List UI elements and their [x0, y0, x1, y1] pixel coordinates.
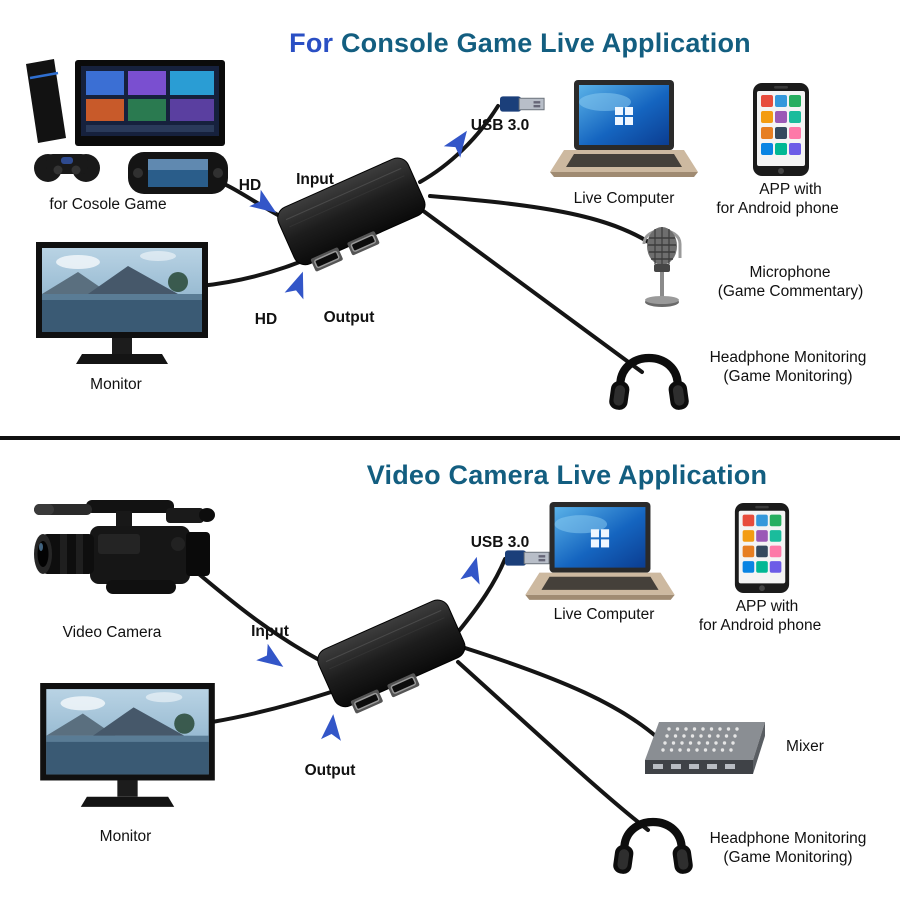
app-label-line1: APP with — [735, 598, 799, 615]
headphone-label: Headphone Monitoring — [709, 349, 867, 366]
console-section-title: For Console Game Live Application — [150, 28, 890, 59]
camera-label: Video Camera — [62, 624, 162, 641]
microphone-icon — [630, 222, 694, 310]
input-label: Input — [251, 623, 289, 640]
usb-label: USB 3.0 — [470, 117, 530, 134]
monitor-label: Monitor — [90, 376, 142, 393]
section-divider — [0, 436, 900, 440]
video-camera-section: Video Camera Live Application — [0, 440, 900, 900]
headphones-icon — [608, 336, 690, 420]
capture-card-illustration — [266, 143, 440, 286]
phone-illustration — [733, 502, 791, 594]
computer-label: Live Computer — [573, 190, 675, 207]
hd-output-label: HD — [254, 311, 278, 328]
monitor-label: Monitor — [99, 828, 152, 845]
title-main: Video Camera Live Application — [366, 460, 768, 490]
headphones-icon — [612, 800, 694, 884]
usb-arrow-icon — [460, 556, 480, 585]
usb-label: USB 3.0 — [470, 534, 530, 551]
monitor-illustration — [40, 683, 215, 815]
title-prefix: For — [289, 28, 334, 58]
camera-section-title: Video Camera Live Application — [217, 460, 900, 491]
app-label-line1: APP with — [759, 181, 822, 198]
app-label-line2: for Android phone — [698, 617, 822, 634]
microphone-sublabel: (Game Commentary) — [717, 283, 864, 300]
computer-label: Live Computer — [553, 606, 655, 623]
usb-plug-icon — [500, 94, 546, 114]
capture-card-illustration — [306, 585, 480, 728]
hd-input-label: HD — [238, 177, 262, 194]
console-label: for Cosole Game — [49, 196, 167, 213]
mixer-label: Mixer — [786, 738, 824, 755]
video-camera-illustration — [28, 488, 223, 623]
output-label: Output — [304, 762, 356, 779]
microphone-label: Microphone — [749, 264, 831, 281]
input-arrow-icon — [256, 643, 284, 667]
monitor-illustration — [36, 242, 208, 372]
phone-illustration — [752, 82, 810, 177]
mixer-illustration — [645, 718, 765, 780]
title-main: Console Game Live Application — [340, 28, 751, 58]
cable-card-to-mixer — [463, 646, 660, 740]
usb-plug-icon — [505, 548, 551, 568]
app-label-line2: for Android phone — [716, 200, 839, 217]
output-label: Output — [323, 309, 375, 326]
headphone-label: Headphone Monitoring — [709, 830, 867, 847]
console-game-section: For Console Game Live Application — [0, 0, 900, 437]
laptop-illustration — [550, 80, 698, 186]
cable-card-to-usb — [456, 557, 507, 634]
game-console-illustration — [20, 52, 235, 194]
laptop-illustration — [525, 502, 675, 609]
input-label: Input — [296, 171, 334, 188]
headphone-sublabel: (Game Monitoring) — [723, 368, 853, 385]
headphone-sublabel: (Game Monitoring) — [723, 849, 853, 866]
